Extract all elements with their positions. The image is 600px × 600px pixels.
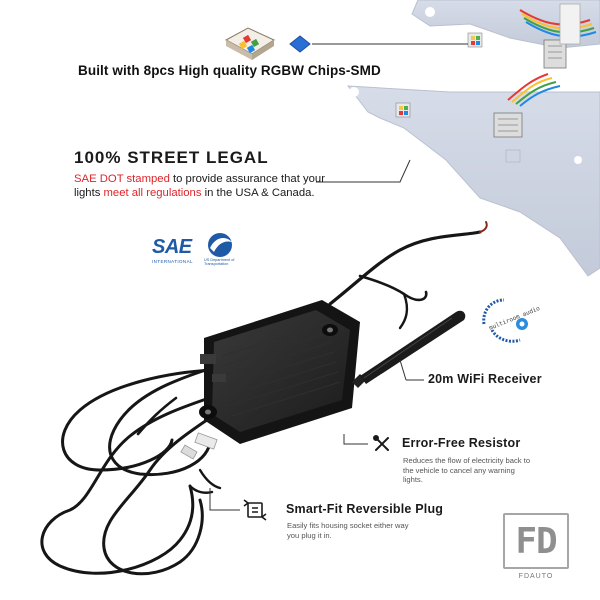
top-pcb-board — [411, 0, 600, 49]
cables — [40, 221, 488, 576]
rgbw-chip-illustration — [224, 27, 276, 60]
tools-icon — [373, 435, 389, 451]
middle-pcb-board — [346, 85, 600, 277]
dot-logo-text: US Department of Transportation — [204, 258, 235, 267]
chips-caption: Built with 8pcs High quality RGBW Chips-… — [78, 63, 381, 78]
reversible-plug-desc: Easily fits housing socket either way yo… — [287, 521, 409, 540]
sae-logo: SAE — [152, 236, 192, 258]
street-legal-text: SAE DOT stamped to provide assurance tha… — [74, 172, 334, 200]
sae-dot-highlight: SAE DOT stamped — [74, 173, 170, 185]
legal-text-part: to provide assurance that your lights — [74, 173, 325, 199]
blue-chip-icon — [289, 35, 311, 53]
sae-international-text: INTERNATIONAL — [152, 259, 193, 264]
controller-box — [199, 300, 360, 444]
resistor-callout-line — [343, 434, 368, 445]
reversible-plug-label: Smart-Fit Reversible Plug — [286, 502, 444, 516]
wifi-antenna — [352, 310, 466, 388]
regulations-highlight: meet all regulations — [103, 187, 202, 199]
fd-watermark-logo: FD — [503, 513, 569, 569]
street-legal-heading: 100% STREET LEGAL — [74, 148, 269, 167]
multiroom-audio-logo — [482, 298, 528, 343]
dot-logo-icon — [208, 233, 232, 257]
fdauto-watermark-text: FDAUTO — [518, 573, 554, 580]
error-free-resistor-label: Error-Free Resistor — [402, 436, 521, 450]
legal-text-end: in the USA & Canada. — [201, 187, 315, 199]
wifi-callout-line — [399, 359, 407, 381]
plug-callout-line — [209, 488, 240, 511]
wifi-receiver-label: 20m WiFi Receiver — [428, 372, 542, 386]
multiroom-audio-text: multiroom audio — [488, 305, 541, 332]
reversible-plug-icon — [243, 499, 267, 521]
legal-callout-line — [316, 159, 411, 183]
error-free-resistor-desc: Reduces the flow of electricity back to … — [403, 456, 531, 485]
